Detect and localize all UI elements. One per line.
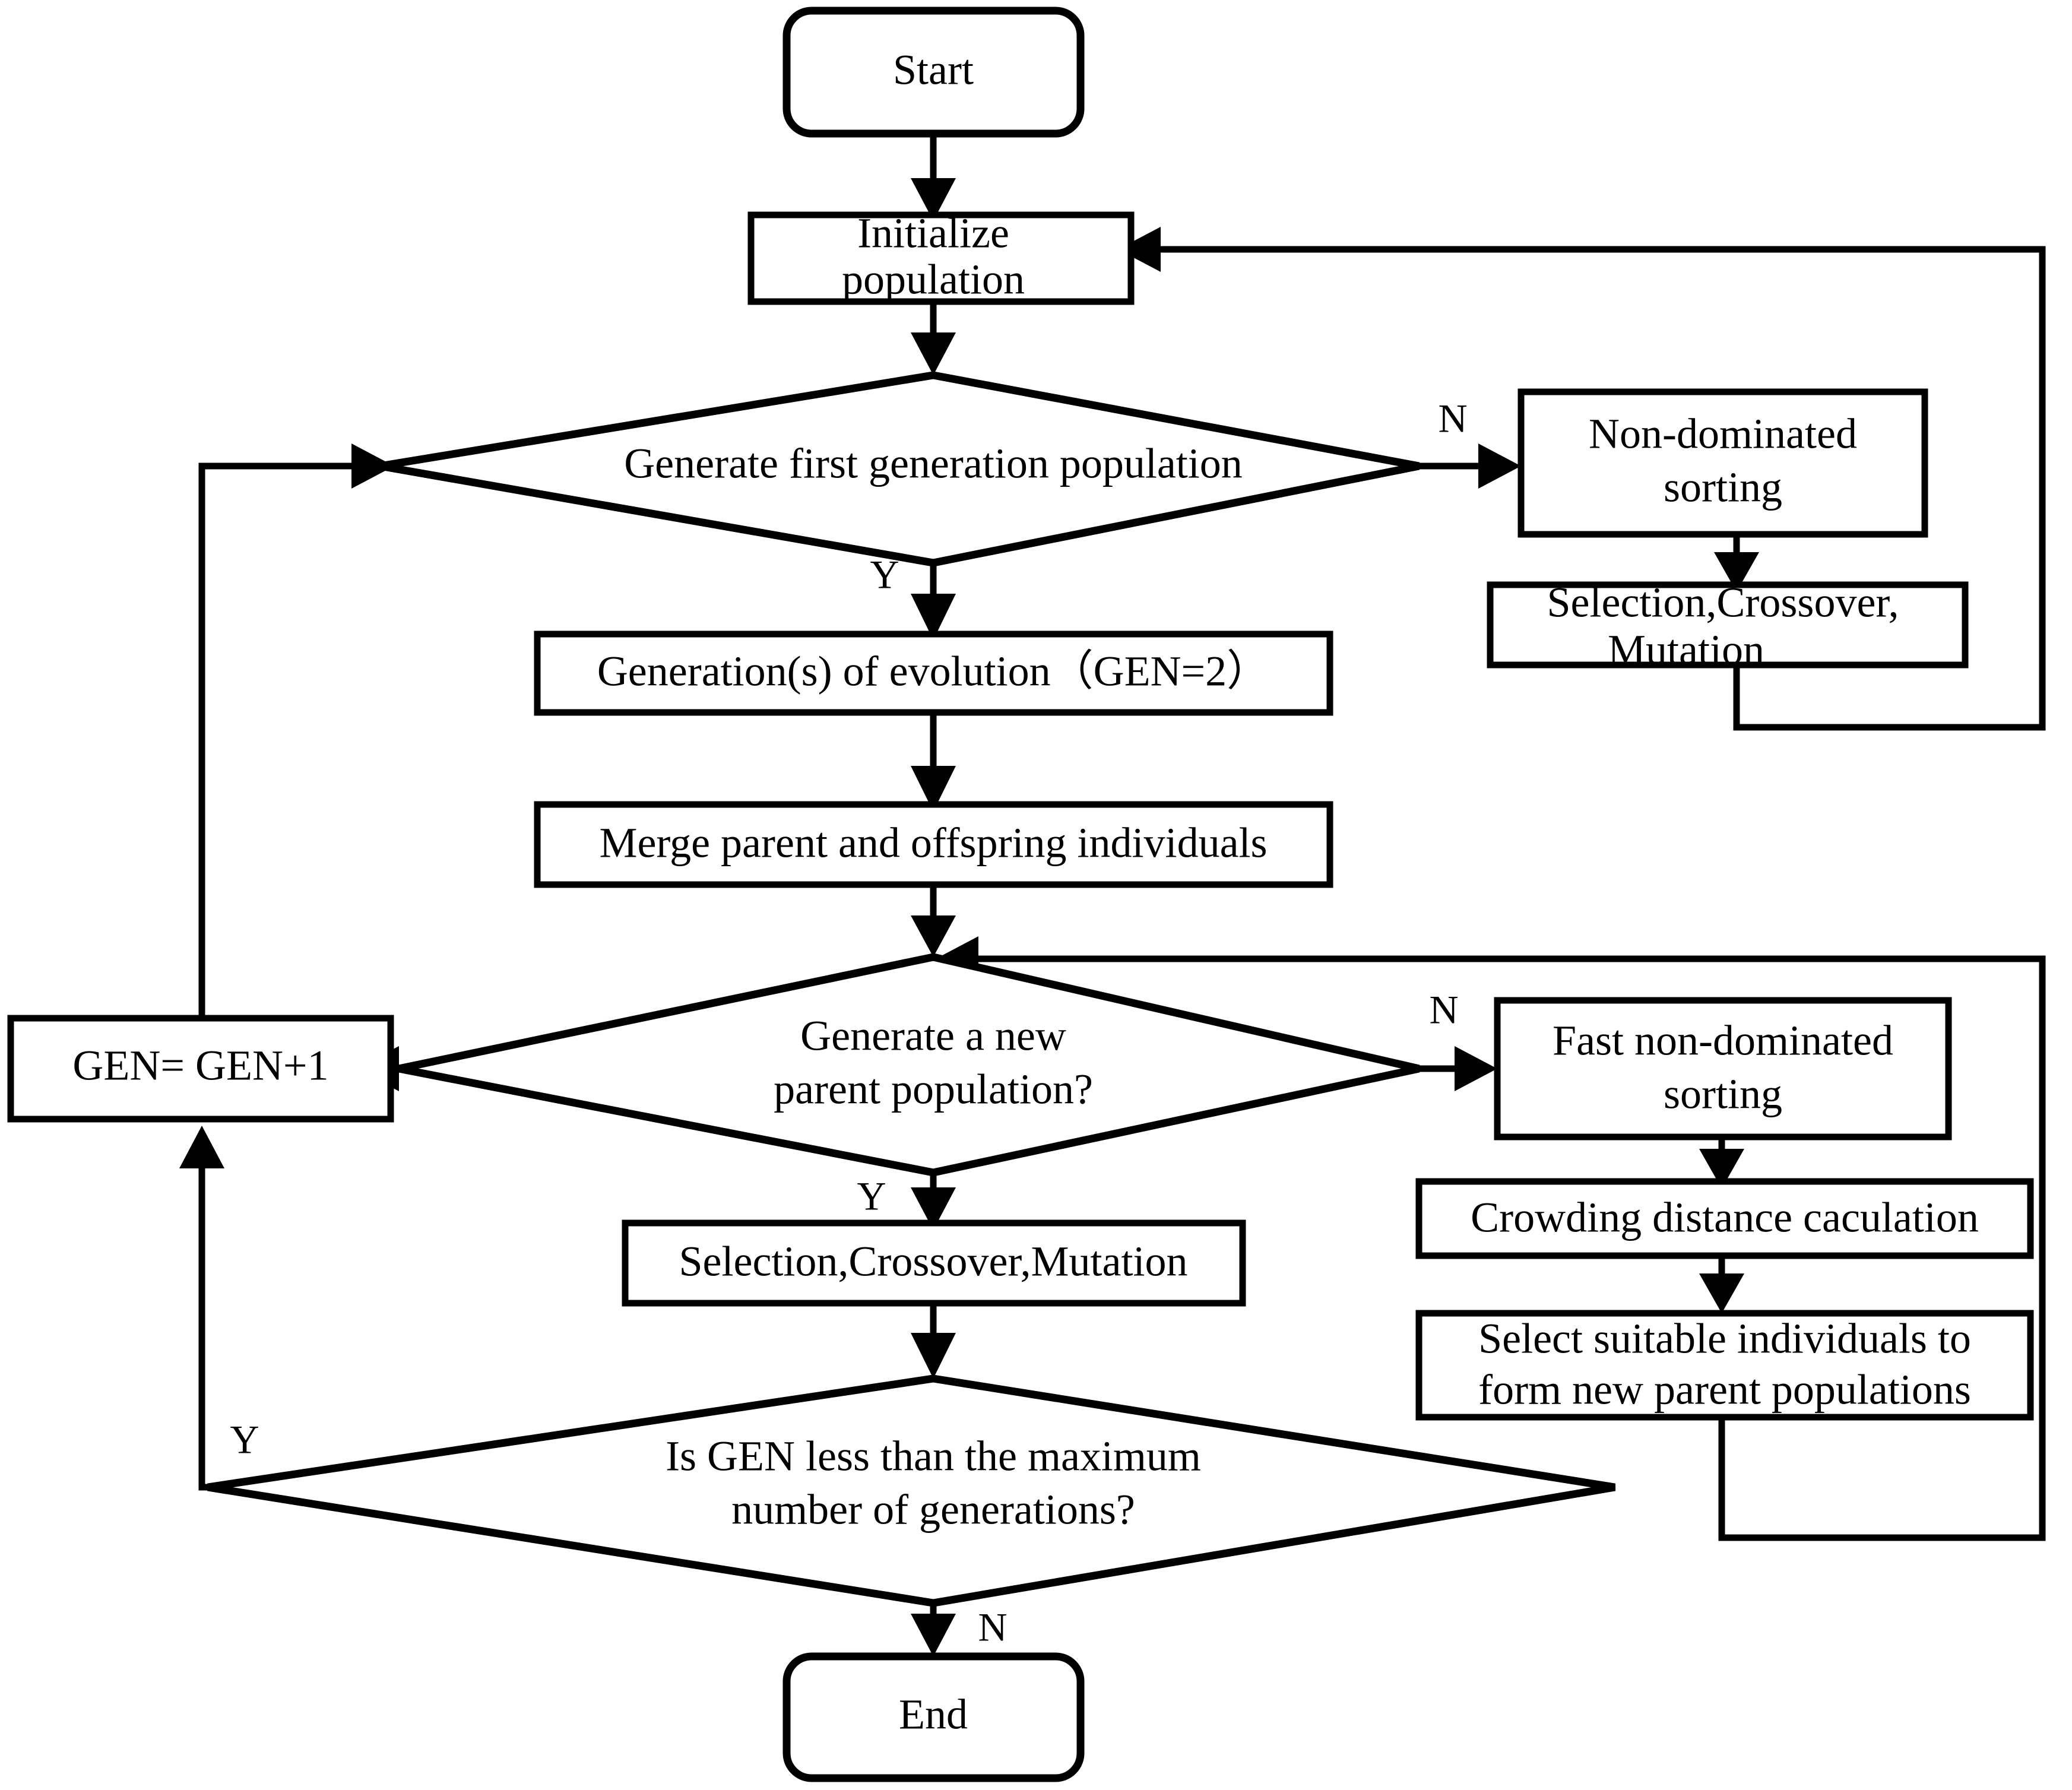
node-is-gen-less-than-max-label-line1: Is GEN less than the maximum (666, 1433, 1201, 1480)
node-selection-crossover-mutation-right-label-line1: Selection,Crossover, (1547, 579, 1899, 626)
node-fast-non-dominated-sorting-label-line1: Fast non-dominated (1553, 1017, 1893, 1065)
node-fast-non-dominated-sorting[interactable]: Fast non-dominated sorting (1494, 997, 1952, 1140)
node-crowding-distance-label: Crowding distance caculation (1471, 1194, 1979, 1241)
edge-generations-to-merge (911, 712, 956, 812)
node-selection-crossover-mutation-right[interactable]: Selection,Crossover, Mutation (1487, 579, 1969, 674)
node-non-dominated-sorting[interactable]: Non-dominated sorting (1517, 388, 1928, 538)
node-initialize-population-label-line2: population (842, 256, 1025, 303)
edge-nondominated-to-selection-right (1714, 534, 1759, 592)
node-generate-first-generation-label: Generate first generation population (624, 440, 1243, 487)
edge-diamond2-yes-to-selection-main (911, 1173, 956, 1230)
edge-diamond2-no-to-fast-sorting (1419, 1046, 1497, 1091)
edge-start-to-initialize (911, 134, 956, 221)
node-non-dominated-sorting-label-line1: Non-dominated (1589, 410, 1857, 458)
edge-label-max-gen-no: N (978, 1605, 1007, 1650)
node-select-suitable-individuals[interactable]: Select suitable individuals to form new … (1415, 1310, 2034, 1421)
edge-crowding-to-select (1699, 1256, 1744, 1313)
node-generations-of-evolution[interactable]: Generation(s) of evolution（GEN=2） (534, 631, 1333, 716)
edge-gen-loop-to-diamond1 (198, 443, 394, 1018)
node-merge-parent-offspring[interactable]: Merge parent and offspring individuals (534, 801, 1333, 888)
node-initialize-population[interactable]: Initialize population (747, 210, 1135, 305)
node-selection-crossover-mutation-main[interactable]: Selection,Crossover,Mutation (622, 1219, 1246, 1307)
node-start-label: Start (893, 46, 974, 94)
edge-label-max-gen-yes: Y (230, 1417, 259, 1462)
node-generations-of-evolution-label: Generation(s) of evolution（GEN=2） (597, 648, 1269, 695)
node-crowding-distance[interactable]: Crowding distance caculation (1415, 1178, 2034, 1259)
node-is-gen-less-than-max-label-line2: number of generations? (731, 1486, 1135, 1534)
edge-merge-to-diamond2 (911, 885, 956, 957)
node-generate-new-parent-population[interactable]: Generate a new parent population? (398, 953, 1420, 1177)
node-selection-crossover-mutation-main-label: Selection,Crossover,Mutation (679, 1238, 1187, 1285)
node-gen-increment-label: GEN= GEN+1 (72, 1042, 328, 1089)
node-gen-increment[interactable]: GEN= GEN+1 (7, 1015, 394, 1123)
node-select-suitable-individuals-label-line1: Select suitable individuals to (1478, 1315, 1971, 1363)
edge-selection-main-to-diamond3 (911, 1303, 956, 1379)
node-merge-parent-offspring-label: Merge parent and offspring individuals (599, 819, 1267, 867)
node-fast-non-dominated-sorting-label-line2: sorting (1664, 1070, 1782, 1118)
edge-diamond1-no-to-nondominated (1419, 443, 1521, 489)
node-generate-first-generation[interactable]: Generate first generation population (379, 371, 1420, 567)
edge-right-loop-to-initialize (1118, 227, 2046, 731)
node-selection-crossover-mutation-right-label-line2: Mutation (1608, 626, 1764, 674)
node-non-dominated-sorting-label-line2: sorting (1664, 464, 1782, 511)
edge-initialize-to-diamond1 (911, 302, 956, 375)
node-is-gen-less-than-max[interactable]: Is GEN less than the maximum number of g… (207, 1374, 1616, 1607)
node-generate-new-parent-population-label-line2: parent population? (774, 1066, 1093, 1113)
node-initialize-population-label-line1: Initialize (857, 210, 1009, 257)
edge-label-first-gen-no: N (1438, 396, 1467, 441)
node-end-label: End (899, 1691, 968, 1738)
edge-label-new-parent-yes: Y (857, 1174, 886, 1219)
edge-label-first-gen-yes: Y (870, 552, 899, 597)
node-end[interactable]: End (782, 1652, 1085, 1782)
edge-label-new-parent-no: N (1429, 987, 1458, 1032)
node-start[interactable]: Start (782, 7, 1085, 138)
node-select-suitable-individuals-label-line2: form new parent populations (1478, 1366, 1971, 1414)
node-generate-new-parent-population-label-line1: Generate a new (800, 1012, 1066, 1060)
edge-fast-sorting-to-crowding (1699, 1137, 1744, 1189)
edge-diamond1-yes-to-generations (911, 563, 956, 640)
edge-diamond3-no-to-end (911, 1603, 956, 1656)
